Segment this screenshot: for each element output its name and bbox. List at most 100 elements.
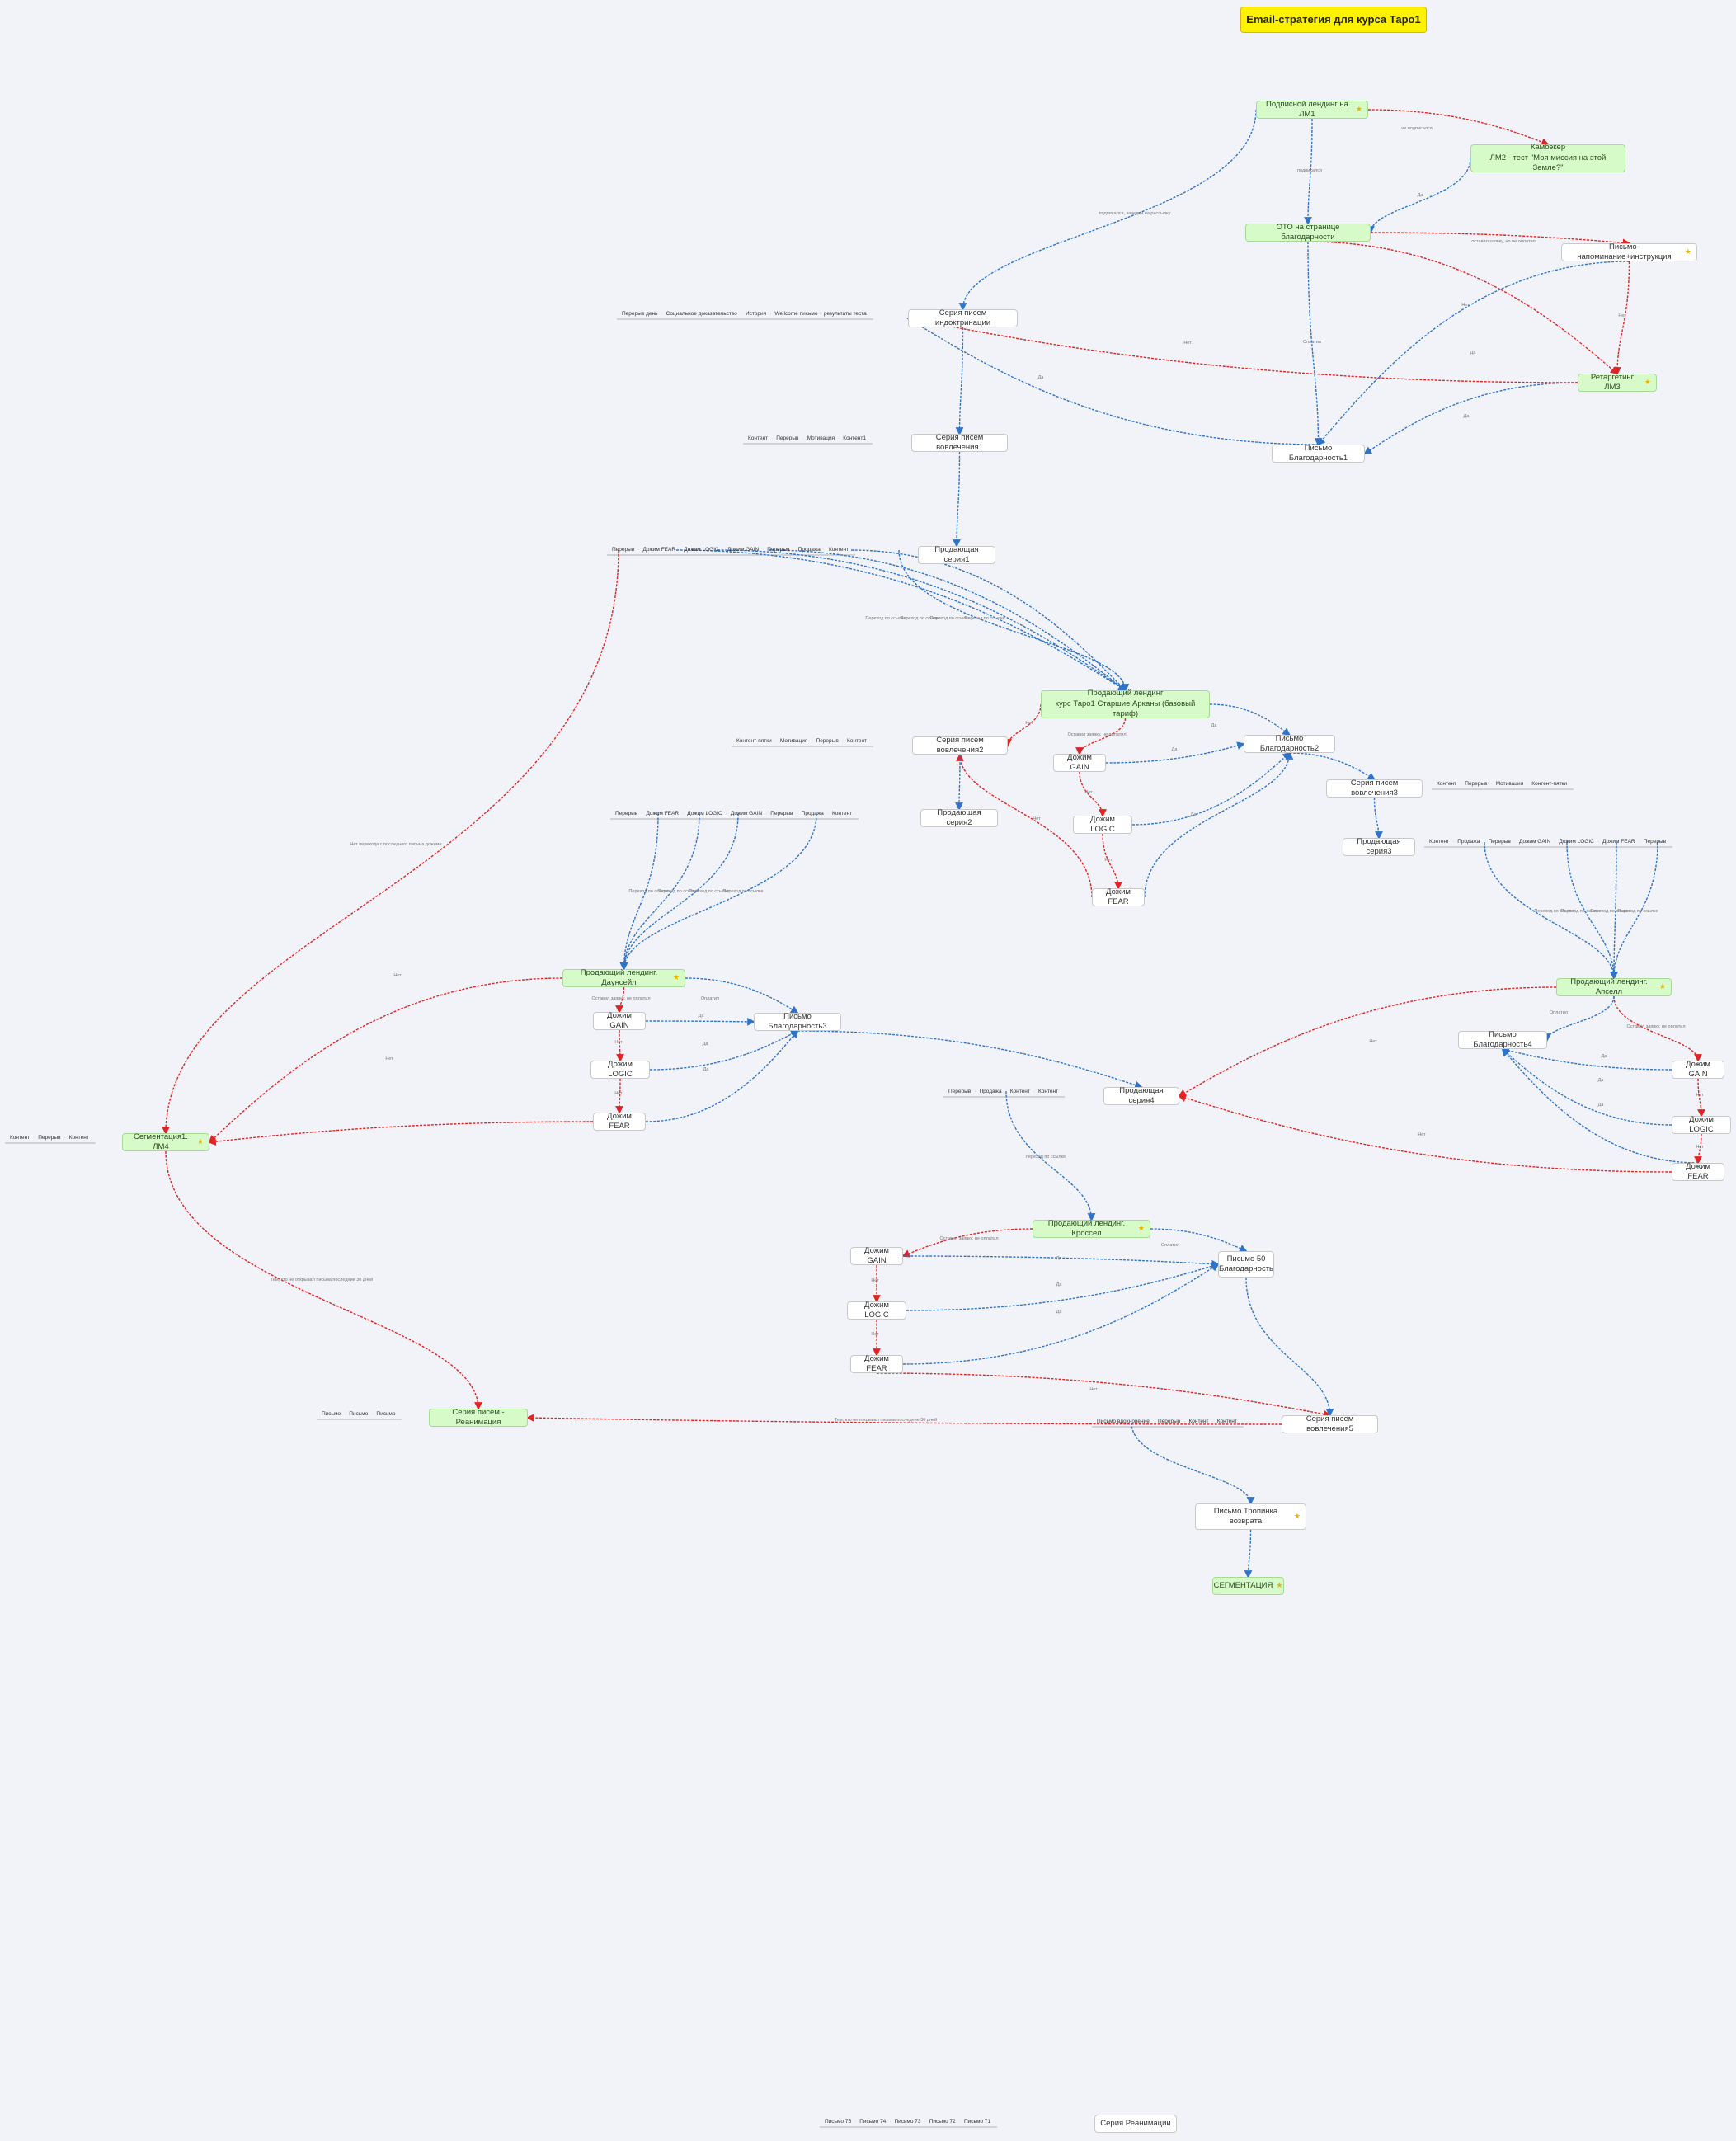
tag-item[interactable]: Контент1: [843, 435, 866, 441]
tag-item[interactable]: Продажа: [1457, 839, 1480, 845]
node-fear2[interactable]: Дожим FEAR: [593, 1112, 646, 1131]
node-engage2[interactable]: Серия писем вовлечения2: [912, 736, 1008, 755]
node-retarget[interactable]: Ретаргетинг ЛМ3★: [1578, 373, 1657, 392]
tag-item[interactable]: Дожим FEAR: [1602, 839, 1635, 845]
node-fear1[interactable]: Дожим FEAR: [1092, 887, 1145, 906]
star-icon: ★: [196, 1137, 204, 1146]
tag-item[interactable]: Продажа: [801, 811, 824, 816]
tag-item[interactable]: Контент: [831, 811, 853, 816]
tag-item[interactable]: Контент: [1038, 1089, 1059, 1094]
tag-item[interactable]: Wellcome письмо + результаты теста: [774, 311, 867, 317]
tag-item[interactable]: Перерыв: [770, 811, 793, 816]
node-thanks2[interactable]: Письмо Благодарность2: [1244, 734, 1335, 753]
tag-item[interactable]: Контент: [1429, 839, 1450, 845]
node-fear3[interactable]: Дожим FEAR: [1672, 1162, 1724, 1181]
tag-item[interactable]: Дожим FEAR: [646, 811, 680, 816]
node-reminder[interactable]: Письмо-напоминание+инструкция★: [1561, 242, 1697, 261]
tag-item[interactable]: Контент: [1437, 781, 1457, 787]
tag-item[interactable]: Перерыв: [612, 547, 635, 553]
tag-item[interactable]: Дожим LOGIC: [684, 547, 719, 553]
node-upsell[interactable]: Продающий лендинг. Апселл★: [1556, 977, 1672, 996]
tag-item[interactable]: Перерыв: [38, 1135, 61, 1141]
tag-item[interactable]: Перерыв: [948, 1089, 972, 1094]
tag-item[interactable]: Социальное доказательство: [666, 311, 737, 317]
tag-item[interactable]: Письмо: [349, 1411, 369, 1417]
tag-item[interactable]: Контент-пятки: [1531, 781, 1568, 787]
node-reanim2[interactable]: Серия Реанимации: [1094, 2115, 1177, 2133]
tag-item[interactable]: Дожим LOGIC: [1559, 839, 1594, 845]
node-thanks4[interactable]: Письмо Благодарность4: [1458, 1030, 1547, 1049]
tag-item[interactable]: Перерыв: [767, 547, 790, 553]
tag-row-t-eng5: Письмо вдохновение·Перерыв·Контент·Конте…: [1097, 1419, 1237, 1424]
tag-item[interactable]: Контент: [1009, 1089, 1030, 1094]
connector-yes: [619, 813, 700, 971]
tag-item[interactable]: Мотивация: [779, 738, 808, 744]
node-kambekker[interactable]: Камбэкер ЛМ2 - тест "Моя миссия на этой …: [1470, 143, 1625, 172]
node-engage3[interactable]: Серия писем вовлечения3: [1326, 779, 1423, 798]
tag-item[interactable]: Мотивация: [807, 435, 835, 441]
node-thanks1[interactable]: Письмо Благодарность1: [1272, 444, 1365, 463]
tag-item[interactable]: Перерыв: [615, 811, 638, 816]
node-engage1[interactable]: Серия писем вовлечения1: [911, 433, 1008, 452]
node-gain2[interactable]: Дожим GAIN: [593, 1011, 646, 1030]
tag-item[interactable]: Перерыв день: [622, 311, 658, 317]
node-title[interactable]: Email-стратегия для курса Таро1: [1240, 7, 1427, 33]
node-sales1[interactable]: Продающая серия1: [918, 545, 995, 564]
node-segm1[interactable]: Сегментация1. ЛМ4★: [122, 1132, 209, 1151]
tag-item[interactable]: Дожим GAIN: [1519, 839, 1551, 845]
tag-item[interactable]: Дожим GAIN: [730, 811, 763, 816]
node-gain4[interactable]: Дожим GAIN: [850, 1246, 903, 1265]
tag-item[interactable]: Письмо 71: [963, 2119, 990, 2125]
tag-item[interactable]: Письмо 75: [825, 2119, 852, 2125]
node-reanim[interactable]: Серия писем - Реанимация: [429, 1408, 528, 1427]
tag-item[interactable]: Письмо 74: [859, 2119, 887, 2125]
tag-item[interactable]: Письмо вдохновение: [1097, 1419, 1150, 1424]
tag-item[interactable]: Контент: [748, 435, 769, 441]
tag-item[interactable]: Перерыв: [1158, 1419, 1181, 1424]
node-thanks5[interactable]: Письмо 50 Благодарность: [1218, 1251, 1274, 1278]
tag-item[interactable]: Контент: [828, 547, 849, 553]
tag-item[interactable]: Контент: [1216, 1419, 1237, 1424]
node-lm1[interactable]: Подписной лендинг на ЛМ1★: [1256, 100, 1368, 119]
node-engage5[interactable]: Серия писем вовлечения5: [1282, 1414, 1378, 1433]
tag-item[interactable]: Письмо 72: [929, 2119, 956, 2125]
tag-item[interactable]: Контент: [68, 1135, 89, 1141]
node-gain3[interactable]: Дожим GAIN: [1672, 1060, 1724, 1079]
node-downsell[interactable]: Продающий лендинг. Даунсейл★: [562, 968, 685, 987]
tag-item[interactable]: Письмо 73: [894, 2119, 921, 2125]
node-sales4[interactable]: Продающая серия4: [1103, 1086, 1179, 1105]
tag-item[interactable]: Письмо: [322, 1411, 341, 1417]
tag-item[interactable]: Дожим GAIN: [727, 547, 760, 553]
tag-item[interactable]: Перерыв: [1465, 781, 1488, 787]
node-logic3[interactable]: Дожим LOGIC: [1672, 1115, 1731, 1134]
node-gain1[interactable]: Дожим GAIN: [1053, 753, 1106, 772]
tag-item[interactable]: История: [745, 311, 767, 317]
tag-item[interactable]: Перерыв: [776, 435, 799, 441]
tag-item[interactable]: Контент: [10, 1135, 31, 1141]
tag-item[interactable]: Перерыв: [1488, 839, 1511, 845]
node-sales2[interactable]: Продающая серия2: [920, 808, 998, 827]
tag-item[interactable]: Продажа: [797, 547, 821, 553]
node-logic4[interactable]: Дожим LOGIC: [847, 1301, 906, 1320]
node-sales3[interactable]: Продающая серия3: [1343, 837, 1415, 856]
tag-item[interactable]: Мотивация: [1495, 781, 1524, 787]
node-thanks3[interactable]: Письмо Благодарность3: [754, 1012, 841, 1031]
node-fear4[interactable]: Дожим FEAR: [850, 1354, 903, 1373]
tag-item[interactable]: Перерыв: [816, 738, 839, 744]
node-oto[interactable]: ОТО на странице благодарности: [1245, 223, 1371, 242]
tag-item[interactable]: Перерыв: [1643, 839, 1667, 845]
node-indoc[interactable]: Серия писем индоктринации: [908, 308, 1018, 327]
tag-item[interactable]: Продажа: [979, 1089, 1002, 1094]
node-crosssell[interactable]: Продающий лендинг. Кроссел★: [1033, 1219, 1150, 1238]
tag-item[interactable]: Контент: [1188, 1419, 1209, 1424]
tag-item[interactable]: Контент-пятки: [736, 738, 772, 744]
node-logic1[interactable]: Дожим LOGIC: [1073, 815, 1132, 834]
node-logic2[interactable]: Дожим LOGIC: [590, 1060, 650, 1079]
tag-item[interactable]: Контент: [846, 738, 868, 744]
tag-item[interactable]: Дожим FEAR: [642, 547, 676, 553]
node-tropinka[interactable]: Письмо Тропинка возврата★: [1195, 1503, 1306, 1530]
tag-item[interactable]: Письмо: [376, 1411, 396, 1417]
node-landing-base[interactable]: Продающий лендинг курс Таро1 Старшие Арк…: [1041, 689, 1210, 718]
tag-item[interactable]: Дожим LOGIC: [687, 811, 722, 816]
node-segmentation[interactable]: СЕГМЕНТАЦИЯ★: [1212, 1577, 1284, 1595]
